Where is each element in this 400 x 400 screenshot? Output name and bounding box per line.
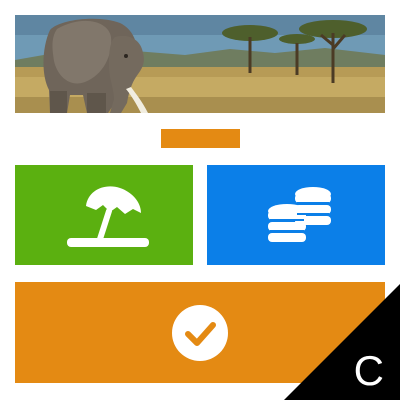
coins-icon — [268, 187, 331, 242]
corner-badge: C — [284, 284, 400, 400]
elephant-savanna-image — [15, 15, 385, 113]
checkmark-circle-icon — [172, 305, 228, 361]
corner-badge-triangle — [284, 284, 400, 400]
coins-tile-button[interactable] — [207, 165, 385, 265]
small-action-button[interactable] — [161, 129, 240, 148]
umbrella-tile-button[interactable] — [15, 165, 193, 265]
umbrella-icon — [67, 186, 149, 247]
corner-letter: C — [353, 347, 384, 394]
hero-image — [15, 15, 385, 113]
